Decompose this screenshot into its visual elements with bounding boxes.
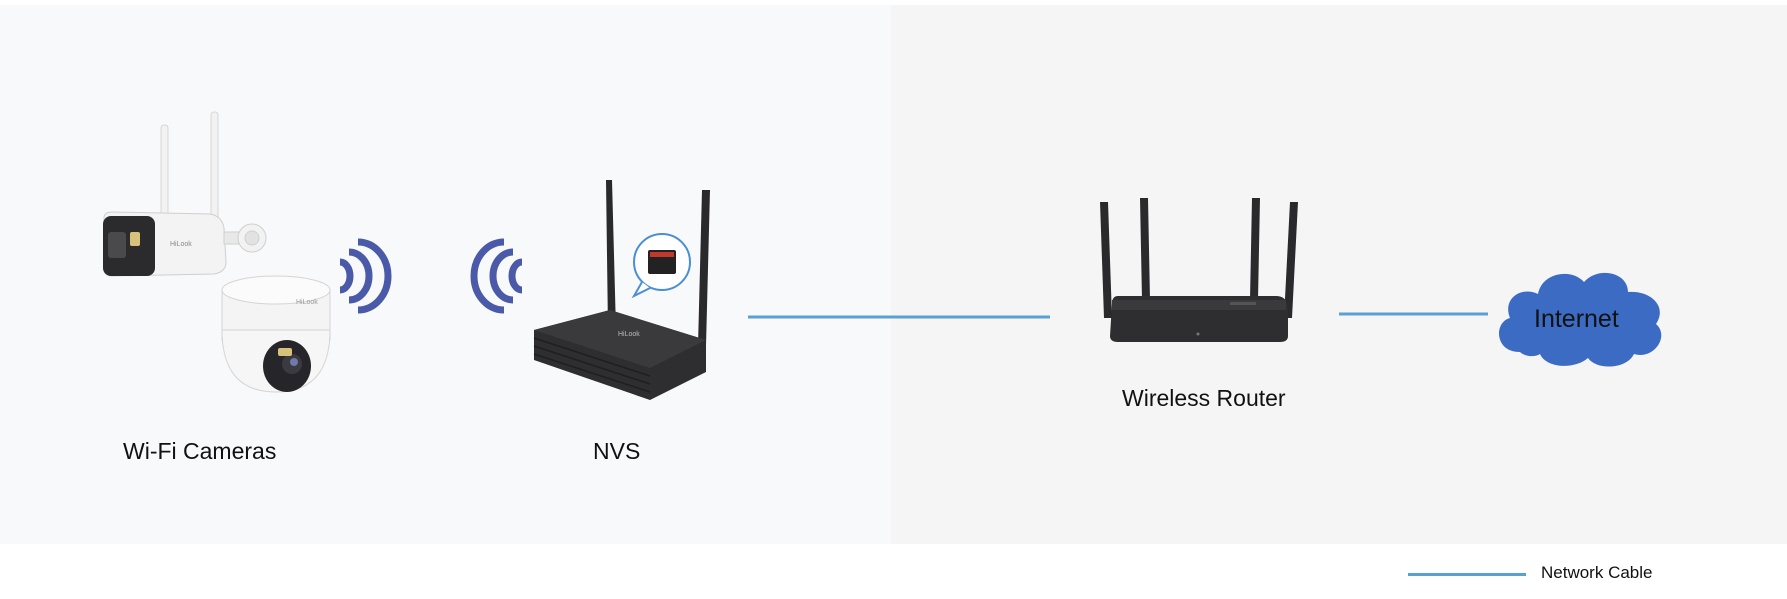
wifi-cameras-label: Wi-Fi Cameras [123, 438, 277, 464]
cloud-icon [1499, 272, 1662, 367]
legend-network-cable-swatch [1408, 573, 1526, 576]
wireless-router-icon [1100, 198, 1298, 342]
wifi-camera-icon: HiLook HiLook [103, 111, 331, 393]
svg-text:HiLook: HiLook [618, 331, 640, 338]
internet-label: Internet [1534, 305, 1619, 333]
wifi-signal-icon [470, 238, 523, 314]
svg-text:HiLook: HiLook [296, 299, 318, 306]
nvs-label: NVS [593, 438, 641, 464]
svg-text:HiLook: HiLook [170, 241, 192, 248]
legend-network-cable-label: Network Cable [1541, 563, 1653, 582]
wireless-router-label: Wireless Router [1122, 385, 1286, 411]
wifi-signal-icon [339, 238, 392, 314]
nvs-router-icon: HiLook [533, 180, 710, 400]
right-panel-background [891, 5, 1787, 544]
